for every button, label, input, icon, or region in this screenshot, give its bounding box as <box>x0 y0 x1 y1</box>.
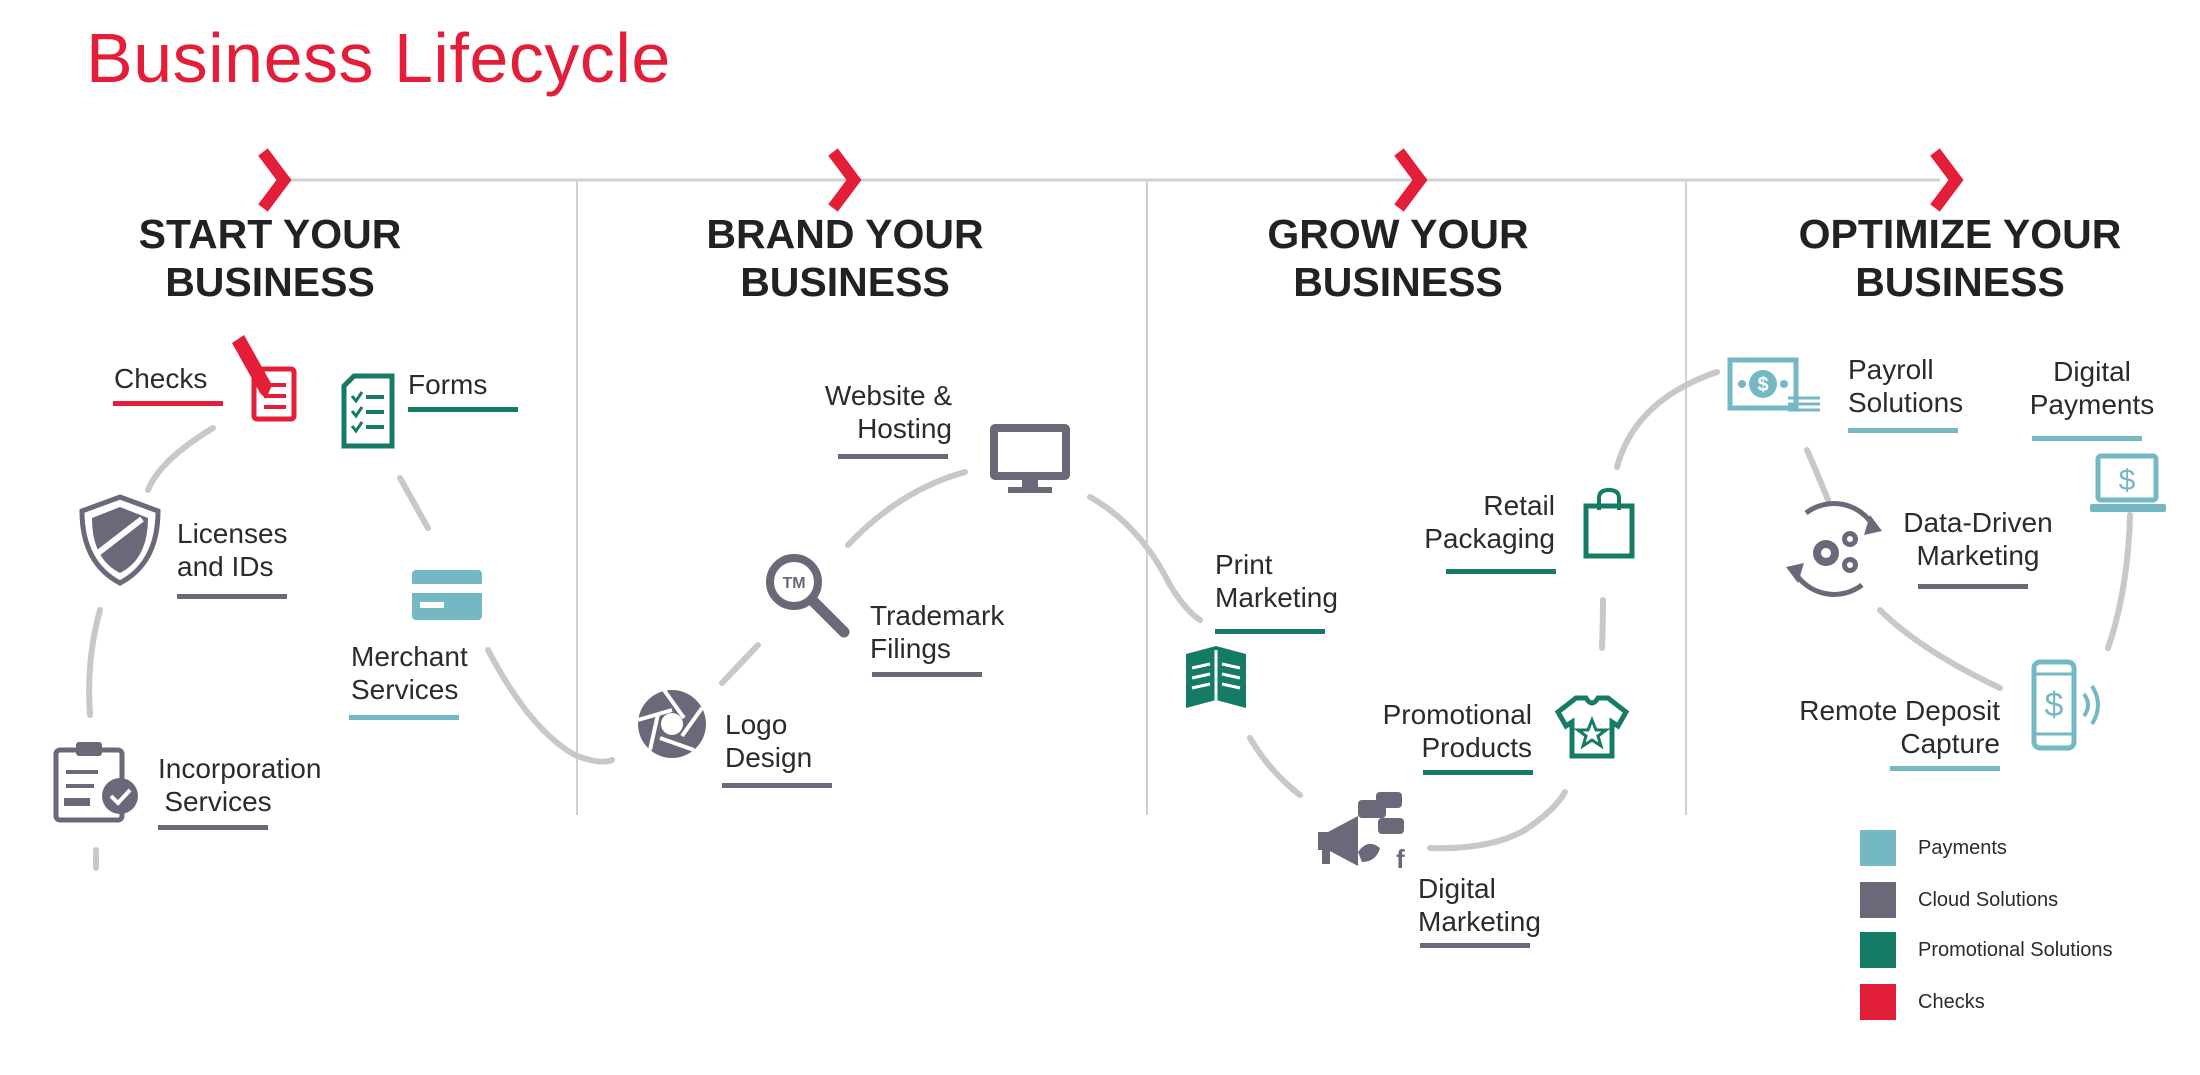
item-data-driven-underline <box>1918 584 2028 589</box>
legend-swatch <box>1860 882 1896 918</box>
item-retail-label: Retail Packaging <box>1424 490 1555 554</box>
item-retail-underline <box>1446 569 1556 574</box>
item-checks-label: Checks <box>114 363 208 394</box>
item-print-underline <box>1215 629 1325 634</box>
legend-swatch <box>1860 932 1896 968</box>
phase-heading-start: START YOUR BUSINESS <box>138 211 402 305</box>
item-digital-marketing-underline <box>1420 943 1530 948</box>
item-promo-underline <box>1423 770 1533 775</box>
item-digital-payments-underline <box>2032 436 2142 441</box>
item-licenses-underline <box>177 594 287 599</box>
item-trademark-label: Trademark Filings <box>870 600 1005 664</box>
legend-swatch <box>1860 830 1896 866</box>
item-checks-underline <box>113 401 223 406</box>
item-incorporation-label: Incorporation Services <box>158 753 322 817</box>
aperture-icon <box>637 688 706 758</box>
column-divider <box>576 180 1687 815</box>
item-forms-underline <box>408 407 518 412</box>
legend-item: Cloud Solutions <box>1860 882 2058 918</box>
phase-heading-brand: BRAND YOUR BUSINESS <box>706 211 984 305</box>
legend-swatch <box>1860 984 1896 1020</box>
check-pen-icon <box>232 335 297 422</box>
item-digital-marketing-label: Digital Marketing <box>1418 873 1541 937</box>
page-title: Business Lifecycle <box>86 19 671 97</box>
gears-cycle-icon <box>1786 501 1882 597</box>
phase-heading-optimize: OPTIMIZE YOUR BUSINESS <box>1798 211 2122 305</box>
item-logo-label: Logo Design <box>725 709 813 773</box>
phase-heading-grow: GROW YOUR BUSINESS <box>1267 211 1529 305</box>
shopping-bag-icon <box>1583 487 1635 559</box>
item-rdc-underline <box>1890 766 2000 771</box>
item-digital-payments-label: Digital Payments <box>2029 356 2155 420</box>
item-incorporation-underline <box>158 825 268 830</box>
tshirt-star-icon <box>1554 695 1630 759</box>
svg-text:f: f <box>1396 844 1405 874</box>
monitor-icon <box>990 424 1070 493</box>
newspaper-icon <box>1186 646 1246 708</box>
item-payroll-label: Payroll Solutions <box>1848 354 1964 418</box>
item-forms-label: Forms <box>408 369 488 400</box>
item-merchant-underline <box>349 715 459 720</box>
item-rdc-label: Remote Deposit Capture <box>1799 695 2000 759</box>
chevron-arrow-icon <box>258 148 1964 212</box>
svg-text:$: $ <box>1757 374 1768 396</box>
clipboard-check-icon <box>53 742 138 823</box>
item-licenses-label: Licenses and IDs <box>177 518 288 582</box>
item-payroll-underline <box>1848 428 1958 433</box>
legend-item: Checks <box>1860 984 1985 1020</box>
credit-card-icon <box>412 570 482 620</box>
item-trademark-underline <box>872 672 982 677</box>
legend-item: Promotional Solutions <box>1860 932 2113 968</box>
item-logo-underline <box>722 783 832 788</box>
phone-dollar-icon: $ <box>2031 659 2100 751</box>
item-website-underline <box>838 454 948 459</box>
laptop-dollar-icon: $ <box>2090 453 2166 512</box>
cash-bill-icon: $ <box>1727 357 1820 412</box>
svg-text:$: $ <box>2119 464 2136 497</box>
item-website-label: Website & Hosting <box>824 380 952 444</box>
item-promo-label: Promotional Products <box>1382 699 1532 763</box>
item-merchant-label: Merchant Services <box>351 641 468 705</box>
item-data-driven-label: Data-Driven Marketing <box>1903 507 2053 571</box>
lifecycle-path <box>86 369 2133 871</box>
svg-text:TM: TM <box>782 575 805 592</box>
legend-item: Payments <box>1860 830 2007 866</box>
item-print-label: Print Marketing <box>1215 549 1338 613</box>
svg-text:$: $ <box>2045 686 2064 724</box>
shield-icon <box>79 494 161 586</box>
megaphone-social-icon: f <box>1318 792 1405 874</box>
trademark-magnifier-icon: TM <box>766 554 850 638</box>
forms-checklist-icon <box>341 373 395 449</box>
